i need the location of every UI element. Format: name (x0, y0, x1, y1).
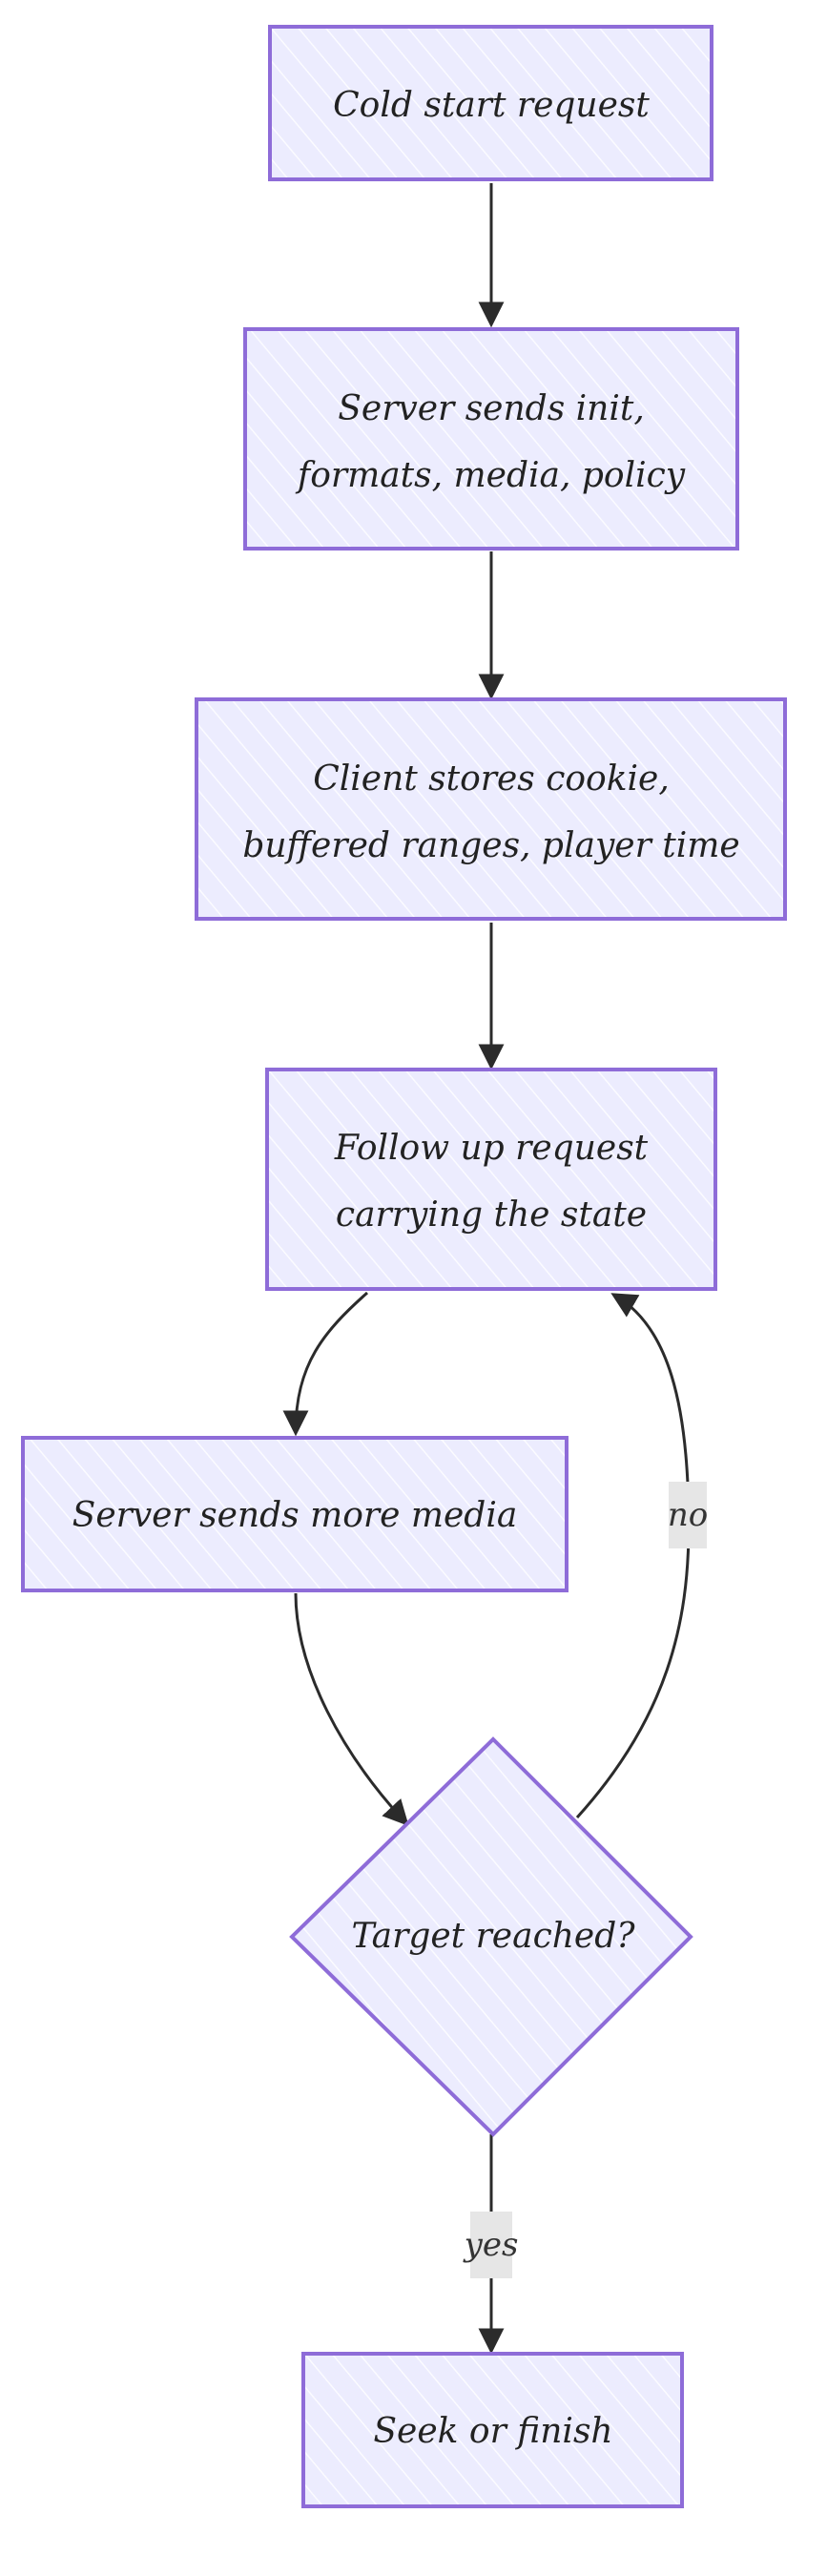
edge-media-to-target (294, 1592, 409, 1826)
node-seek-finish-box (301, 2352, 684, 2508)
node-target-decision: Target reached? (289, 1736, 693, 2137)
node-cold-start: Cold start request (268, 25, 713, 181)
node-client-stores: Client stores cookie, buffered ranges, p… (195, 697, 787, 921)
edge-label-yes-bg (470, 2212, 512, 2278)
node-more-media-label: Server sends more media (72, 1496, 518, 1535)
node-client-stores-line1: Client stores cookie, (313, 759, 670, 799)
node-target-diamond (289, 1736, 693, 2137)
edge-label-yes: yes (463, 2212, 519, 2278)
node-server-init: Server sends init, formats, media, polic… (243, 327, 739, 551)
node-server-init-line1: Server sends init, (338, 389, 645, 428)
node-client-stores-box (195, 697, 787, 921)
node-follow-up-line1: Follow up request (334, 1129, 649, 1168)
edge-label-no-text: no (668, 1496, 708, 1534)
node-target-label: Target reached? (351, 1917, 635, 1956)
edge-label-no: no (668, 1482, 708, 1548)
node-more-media: Server sends more media (21, 1436, 569, 1592)
node-cold-start-box (268, 25, 713, 181)
node-follow-up: Follow up request carrying the state (265, 1068, 717, 1291)
node-client-stores-line2: buffered ranges, player time (242, 826, 739, 865)
edge-label-yes-text: yes (463, 2226, 519, 2264)
node-cold-start-label: Cold start request (333, 86, 650, 125)
node-seek-finish-label: Seek or finish (373, 2412, 612, 2451)
edge-followup-to-media (282, 1291, 368, 1437)
node-server-init-box (243, 327, 739, 551)
edge-label-no-bg (669, 1482, 707, 1548)
node-follow-up-line2: carrying the state (336, 1195, 647, 1235)
node-more-media-box (21, 1436, 569, 1592)
node-server-init-line2: formats, media, policy (295, 456, 686, 495)
node-seek-finish: Seek or finish (301, 2352, 684, 2508)
node-follow-up-box (265, 1068, 717, 1291)
edge-target-to-followup-no (575, 1293, 691, 1819)
